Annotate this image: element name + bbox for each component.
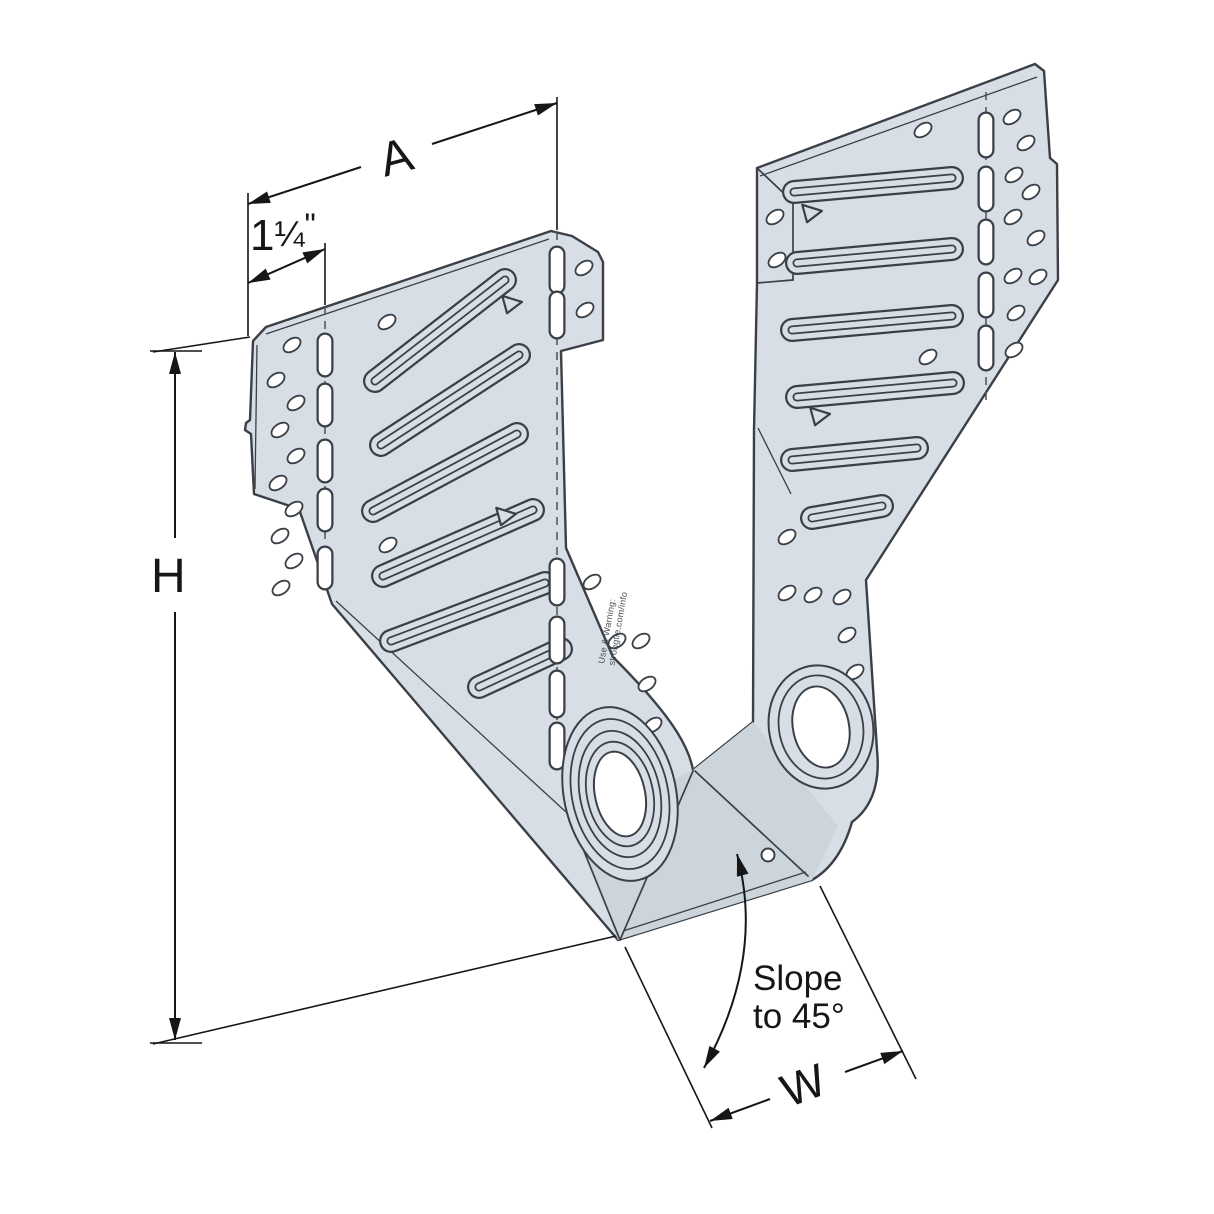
hanger-part: Use & Warning: strongtie.com/info [243, 62, 1060, 942]
seat-face [575, 722, 838, 940]
dimension-offset-label: 1¼" [250, 207, 316, 260]
nail-hole [777, 584, 797, 602]
nail-hole [1004, 166, 1024, 184]
bend-triangle-icon [801, 203, 824, 224]
nail-hole [286, 394, 306, 412]
nail-hole [271, 579, 291, 597]
dimension-h: H [150, 336, 617, 1045]
bend-triangle-icon [501, 294, 524, 315]
nail-hole [582, 573, 602, 591]
nail-hole [378, 536, 398, 554]
right-pivot-ring [767, 664, 875, 790]
emboss-slot [791, 175, 955, 195]
emboss-slot [789, 313, 955, 333]
dimension-offset: 1¼" [247, 207, 326, 305]
nail-hole [777, 528, 797, 546]
nail-hole [284, 552, 304, 570]
dimension-h-label: H [151, 550, 186, 603]
nail-hole [286, 447, 306, 465]
nail-hole [767, 251, 787, 269]
emboss-slot [378, 352, 522, 448]
nail-hole [837, 626, 857, 644]
bend-triangle-icon [495, 506, 518, 527]
emboss-slot [794, 246, 955, 266]
emboss-slot [476, 646, 564, 690]
nail-hole [637, 675, 657, 693]
emboss-slot [372, 277, 508, 384]
nail-hole [913, 121, 933, 139]
left-pivot-ring [561, 706, 679, 882]
slope-note-line2: to 45° [753, 997, 845, 1036]
nail-hole [284, 500, 304, 518]
emboss-slot [370, 431, 520, 514]
nail-hole [1016, 134, 1036, 152]
nail-hole [1006, 304, 1026, 322]
nail-hole [631, 632, 651, 650]
nail-hole [266, 371, 286, 389]
nail-hole [765, 208, 785, 226]
nail-hole [575, 301, 595, 319]
emboss-slot [794, 380, 956, 400]
emboss-slot [789, 445, 920, 463]
nail-hole [282, 336, 302, 354]
nail-slots [316, 111, 995, 771]
nail-hole [918, 348, 938, 366]
nail-hole [607, 632, 627, 650]
dimension-w-label: W [774, 1053, 833, 1117]
emboss-slot [809, 503, 885, 521]
nail-hole [1021, 183, 1041, 201]
nail-hole [1003, 208, 1023, 226]
nail-hole [270, 527, 290, 545]
nail-hole [574, 259, 594, 277]
slope-note-line1: Slope [753, 959, 843, 998]
nail-hole [377, 313, 397, 331]
emboss-slot [388, 580, 548, 644]
slope-annotation: Slope to 45° [703, 853, 845, 1069]
seat-nail-hole [760, 847, 776, 863]
nail-hole [1004, 341, 1024, 359]
nail-hole [1003, 267, 1023, 285]
nail-hole [1026, 229, 1046, 247]
nail-hole [1028, 268, 1048, 286]
nail-hole [803, 586, 823, 604]
nail-hole [268, 474, 288, 492]
bend-triangles [495, 203, 832, 527]
dimension-a-label: A [374, 128, 419, 187]
nail-hole [1002, 108, 1022, 126]
bend-triangle-icon [809, 406, 832, 427]
dimension-a: A [247, 97, 558, 336]
nail-holes [266, 108, 1048, 734]
nail-hole [270, 421, 290, 439]
nail-hole [832, 588, 852, 606]
